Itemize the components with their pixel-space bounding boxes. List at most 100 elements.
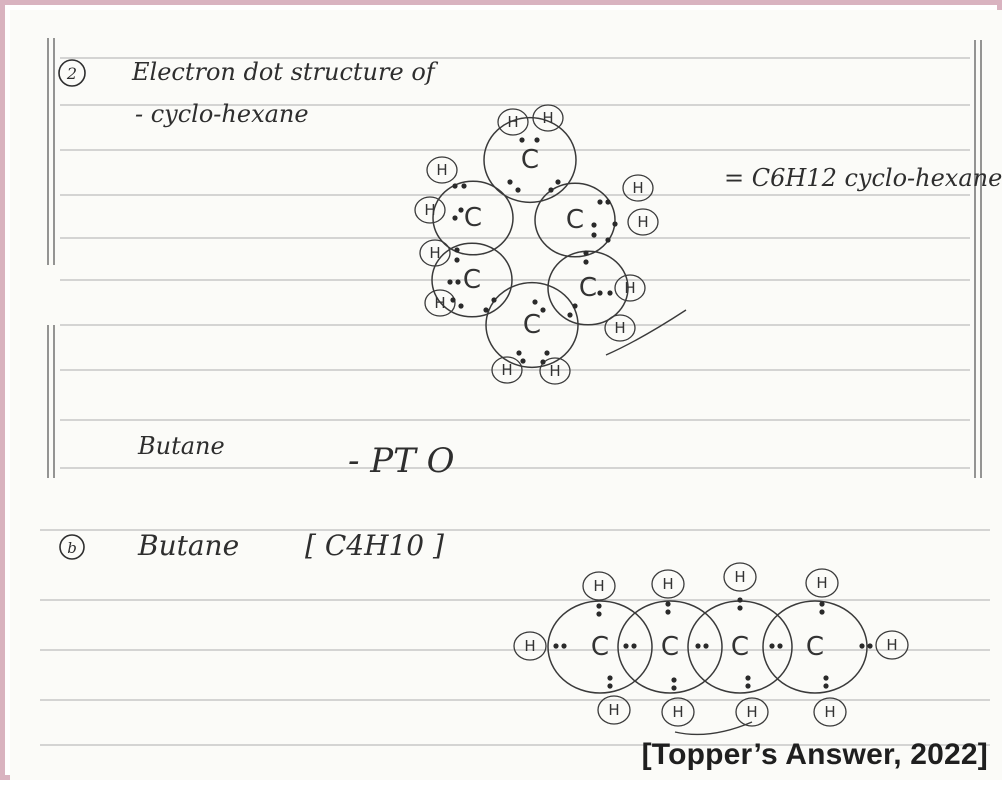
hydrogen-atom: H [549, 362, 560, 380]
electron-dot [607, 683, 613, 689]
hydrogen-shell [805, 568, 839, 598]
electron-dot [572, 303, 578, 309]
carbon-atom: C [566, 205, 584, 235]
electron-dot [532, 299, 538, 305]
electron-dot [596, 603, 602, 609]
hydrogen-atom: H [436, 161, 447, 179]
hydrogen-shell [875, 630, 909, 660]
source-caption: [Topper’s Answer, 2022] [641, 738, 988, 771]
hydrogen-shell [539, 357, 571, 385]
hydrogen-atom: H [824, 703, 835, 721]
electron-dot [671, 677, 677, 683]
electron-dot [591, 222, 597, 228]
electron-dot [745, 675, 751, 681]
hydrogen-atom: H [662, 575, 673, 593]
electron-dot [703, 643, 709, 649]
hydrogen-atom: H [434, 294, 445, 312]
electron-dot [612, 221, 618, 227]
electron-dot [631, 643, 637, 649]
carbon-shell [547, 250, 629, 326]
hydrogen-shell [813, 697, 847, 727]
hydrogen-shell [597, 695, 631, 725]
hydrogen-atom: H [429, 244, 440, 262]
hydrogen-shell [582, 571, 616, 601]
electron-dot [597, 199, 603, 205]
electron-dot [777, 643, 783, 649]
electron-dot [583, 259, 589, 265]
carbon-atom: C [591, 632, 609, 662]
hydrogen-shell [532, 104, 564, 132]
hydrogen-shell [513, 631, 547, 661]
part-b-heading: b Butane [ C4H10 ] [59, 529, 444, 562]
carbon-atom: C [661, 632, 679, 662]
electron-dot [452, 215, 458, 221]
electron-dot [859, 643, 865, 649]
heading-line-1: Electron dot structure of [131, 58, 439, 86]
question-number-circle [58, 59, 86, 87]
electron-dot [452, 183, 458, 189]
hydrogen-shell [491, 356, 523, 384]
divider-notes: Butane - PT O [137, 432, 455, 481]
hydrogen-shell [614, 274, 646, 302]
electron-dot [447, 279, 453, 285]
part-b-number: b [67, 539, 77, 557]
hydrogen-atom: H [624, 279, 635, 297]
notebook-sheet: 2 Electron dot structure of - cyclo-hexa… [10, 10, 1002, 780]
electron-dot [745, 683, 751, 689]
hydrogen-atom: H [886, 636, 897, 654]
electron-dot [665, 601, 671, 607]
hydrogen-atom: H [542, 109, 553, 127]
hydrogen-atom: H [593, 577, 604, 595]
carbon-atom: C [579, 273, 597, 303]
hydrogen-atom: H [524, 637, 535, 655]
electron-dot [823, 683, 829, 689]
question-number: 2 [66, 64, 77, 83]
part-b-title: Butane [137, 529, 239, 562]
electron-dot [737, 597, 743, 603]
heading-line-2: - cyclo-hexane [135, 100, 309, 128]
electron-dot [483, 307, 489, 313]
electron-dot [544, 350, 550, 356]
carbon-shell [534, 182, 616, 258]
divider-note: - PT O [348, 441, 455, 481]
hydrogen-shell [414, 196, 446, 224]
electron-dot [607, 675, 613, 681]
electron-dot [516, 350, 522, 356]
electron-dot [607, 290, 613, 296]
electron-dot [823, 675, 829, 681]
hydrogen-shell [419, 239, 451, 267]
electron-dot [591, 232, 597, 238]
electron-dot [867, 643, 873, 649]
tick-mark [605, 309, 687, 356]
tick-mark [674, 721, 753, 736]
electron-dot [671, 685, 677, 691]
electron-dot [455, 279, 461, 285]
electron-dot [819, 609, 825, 615]
carbon-shell [432, 180, 514, 256]
hydrogen-shell [426, 156, 458, 184]
hydrogen-atom: H [507, 113, 518, 131]
hydrogen-atom: H [501, 361, 512, 379]
electron-dot [458, 207, 464, 213]
electron-dot [567, 312, 573, 318]
hydrogen-atom: H [632, 179, 643, 197]
hydrogen-atom: H [614, 319, 625, 337]
handwritten-answer: 2 Electron dot structure of - cyclo-hexa… [40, 38, 1002, 746]
electron-dot [520, 358, 526, 364]
electron-dot [623, 643, 629, 649]
electron-dot [454, 257, 460, 263]
electron-dot [507, 179, 513, 185]
electron-dot [605, 237, 611, 243]
hydrogen-atom: H [672, 703, 683, 721]
carbon-shell [485, 281, 579, 369]
hydrogen-atom: H [734, 568, 745, 586]
electron-dot [769, 643, 775, 649]
electron-dot [454, 247, 460, 253]
divider-label: Butane [137, 432, 225, 460]
hydrogen-shell [651, 569, 685, 599]
carbon-shell [483, 116, 577, 204]
electron-dot [491, 297, 497, 303]
